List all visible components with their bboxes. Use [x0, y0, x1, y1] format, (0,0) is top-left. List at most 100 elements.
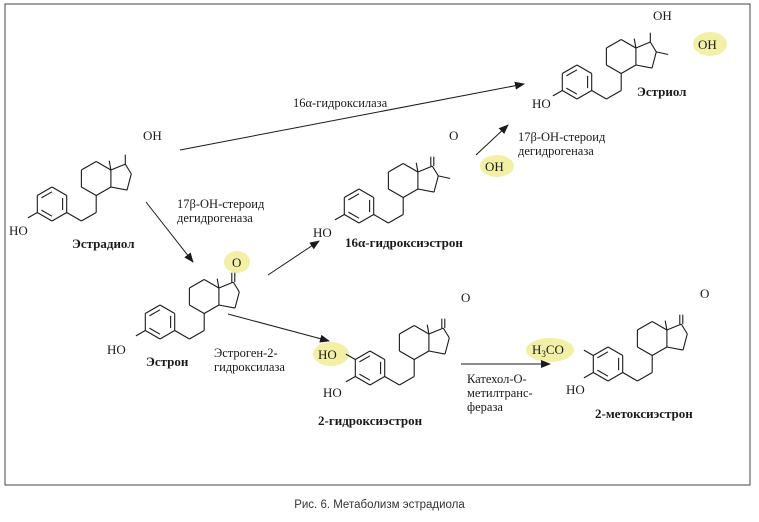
bond-ring-c	[413, 350, 430, 360]
bond-ring-a	[51, 212, 67, 222]
figure-frame	[4, 3, 751, 486]
bond-ring-a	[562, 64, 578, 74]
bond-ring-b	[81, 212, 97, 222]
bond-ring-d	[649, 41, 657, 53]
bond-ring-b	[591, 90, 607, 100]
bond-substituent	[583, 372, 594, 379]
bond-methyl	[415, 162, 419, 173]
bond-ring-a	[369, 350, 385, 360]
bond-ring-a	[145, 304, 161, 314]
compound-estradiol: Эстрадиол	[72, 236, 135, 251]
bond-ring-a	[593, 372, 609, 382]
estradiol-17-oh: OH	[143, 128, 162, 143]
bond-ring-c	[81, 161, 97, 171]
arrow-16oh-to-estriol	[475, 124, 509, 156]
bond-aromatic	[359, 355, 371, 363]
bond-methyl	[633, 38, 637, 49]
bond-2-substituent	[583, 349, 594, 356]
bond-ring-c	[413, 325, 430, 335]
bond-ring-b	[81, 186, 97, 196]
bond-aromatic	[597, 369, 609, 377]
bond-ring-c	[399, 325, 415, 335]
highlight-h3co	[526, 338, 574, 362]
bond-ring-a	[145, 330, 161, 340]
bond-ring-c	[651, 346, 668, 356]
bond-ring-d	[635, 41, 651, 49]
bond-ring-c	[620, 64, 637, 74]
bond-ring-a	[51, 186, 67, 196]
bond-ring-d	[635, 64, 653, 69]
bond-ring-d	[428, 327, 444, 335]
bond-aromatic	[149, 327, 161, 335]
bond-substituent	[345, 376, 356, 383]
bond-methyl	[108, 160, 112, 171]
bond-ring-a	[576, 64, 592, 74]
methoxyestrone-17-o: O	[700, 286, 710, 301]
arrow-estradiol-to-estriol	[179, 81, 525, 151]
bond-substituent	[334, 214, 345, 221]
bond-ring-a	[159, 330, 175, 340]
bond-ring-d	[232, 281, 240, 293]
bond-ring-d	[110, 186, 128, 191]
bond-ring-b	[174, 330, 190, 340]
estriol-16-oh: OH	[698, 37, 717, 52]
compound-2-methoxyestrone: 2-метоксиэстрон	[595, 406, 693, 421]
bond-ring-c	[651, 321, 668, 331]
figure-caption: Рис. 6. Метаболизм эстрадиола	[294, 499, 465, 511]
bond-ring-d	[218, 304, 236, 309]
bond-ring-c	[203, 304, 220, 314]
bond-2-substituent	[345, 353, 356, 360]
bond-ring-c	[95, 161, 112, 171]
bond-ring-b	[606, 90, 622, 100]
bond-ring-c	[189, 279, 205, 289]
bond-ring-d	[110, 163, 126, 171]
bond-ring-a	[355, 376, 371, 386]
bond-ring-c	[637, 321, 653, 331]
estrone-3-ho: HO	[107, 342, 126, 357]
bond-ring-d	[433, 175, 439, 193]
bond-ring-a	[344, 188, 360, 198]
bond-ring-a	[159, 304, 175, 314]
enzyme-17b-dehydrogenase-a: 17β-OH-стероид дегидрогеназа	[177, 197, 265, 225]
bond-ring-c	[402, 188, 419, 198]
compound-16-hydroxyestrone: 16α-гидроксиэстрон	[345, 235, 463, 250]
bond-ring-b	[637, 372, 653, 382]
bond-substituent	[135, 330, 146, 337]
compound-2-hydroxyestrone: 2-гидроксиэстрон	[318, 413, 423, 428]
bond-ring-d	[666, 323, 682, 331]
bond-aromatic	[597, 351, 609, 359]
enzyme-comt: Катехол-О- метилтранс- фераза	[467, 372, 533, 414]
bond-ring-a	[607, 372, 623, 382]
bond-ring-b	[384, 376, 400, 386]
bond-ring-d	[126, 173, 132, 191]
bond-ring-a	[358, 214, 374, 224]
reaction-arrows	[145, 81, 551, 368]
bond-aromatic	[348, 193, 360, 201]
bond-16-substituent	[656, 51, 669, 56]
arrow-estradiol-to-estrone	[145, 201, 194, 263]
bond-ring-d	[417, 165, 433, 173]
bond-ring-a	[355, 350, 371, 360]
bond-ring-c	[606, 39, 622, 49]
bond-aromatic	[566, 69, 578, 77]
estriol-17-oh: OH	[653, 8, 672, 23]
bond-aromatic	[41, 209, 53, 217]
bond-aromatic	[359, 373, 371, 381]
bond-ring-c	[388, 163, 404, 173]
bond-ring-a	[344, 214, 360, 224]
methoxyestrone-3-ho: HO	[566, 382, 585, 397]
bond-aromatic	[348, 211, 360, 219]
highlight-estrone-o	[224, 251, 250, 273]
bond-methyl	[426, 324, 430, 335]
methoxyestrone-h3co: H3CO	[532, 342, 564, 359]
bond-ring-a	[593, 346, 609, 356]
enzyme-17b-dehydrogenase-b: 17β-OH-стероид дегидрогеназа	[518, 130, 606, 158]
highlight-estriol-oh	[693, 32, 727, 56]
enzyme-estrogen-2-hydroxylase: Эстроген-2- гидроксилаза	[214, 346, 285, 374]
estradiol-3-ho: HO	[9, 223, 28, 238]
bond-ring-b	[373, 214, 389, 224]
bond-ring-c	[95, 186, 112, 196]
bond-ring-d	[680, 323, 688, 335]
bond-ring-c	[203, 279, 220, 289]
